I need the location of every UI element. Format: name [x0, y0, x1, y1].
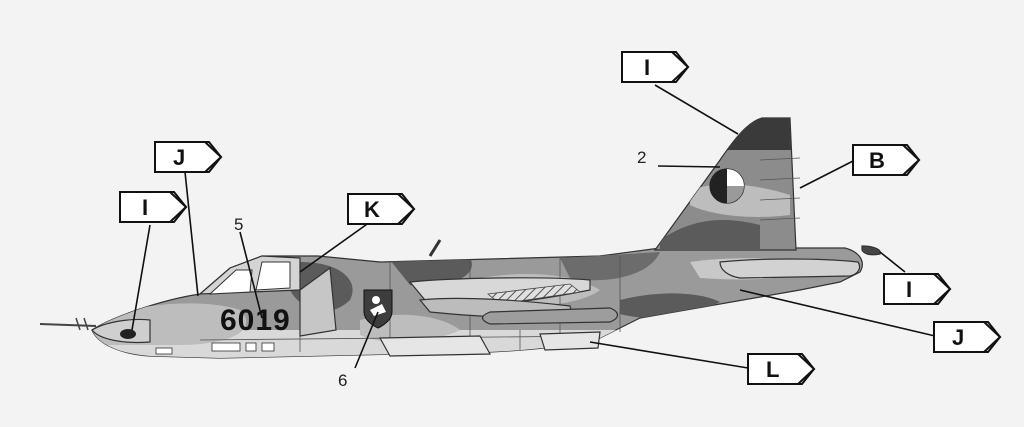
callout-flag-i-tail: I — [883, 273, 952, 305]
unit-badge — [363, 289, 393, 329]
aircraft-serial-number: 6019 — [220, 304, 291, 337]
callout-letter: I — [142, 195, 148, 220]
callout-flag-j-nose: J — [154, 141, 223, 173]
nose-sensor — [120, 329, 136, 339]
callout-letter: L — [766, 357, 779, 382]
callout-letter: I — [906, 277, 912, 302]
nose-cone — [91, 318, 151, 344]
wing — [408, 277, 591, 318]
callout-letter: J — [173, 145, 185, 170]
pitot-probe — [39, 317, 97, 331]
callout-flag-b: B — [852, 144, 921, 176]
label-number-5: 5 — [234, 215, 243, 234]
callout-letter: J — [952, 325, 964, 350]
callout-flag-i-nose: I — [119, 191, 188, 223]
callout-letter: K — [364, 197, 380, 222]
callout-letter: B — [869, 148, 885, 173]
callout-flag-i-fin: I — [621, 51, 690, 83]
cockpit-canopy — [198, 255, 301, 295]
side-panels — [155, 342, 275, 355]
callout-flag-l: L — [747, 353, 816, 385]
callout-letter: I — [644, 55, 650, 80]
tail-cone — [861, 245, 881, 256]
air-intake — [299, 266, 337, 337]
horizontal-stabilizer — [719, 258, 861, 279]
leader-lines — [131, 84, 936, 369]
label-number-2: 2 — [637, 148, 646, 167]
underwing-pylon — [481, 307, 619, 325]
callout-flag-j-tail: J — [933, 321, 1002, 353]
national-roundel — [709, 168, 745, 204]
callout-flag-k: K — [347, 193, 416, 225]
label-number-6: 6 — [338, 371, 347, 390]
spine-antenna — [428, 239, 442, 257]
